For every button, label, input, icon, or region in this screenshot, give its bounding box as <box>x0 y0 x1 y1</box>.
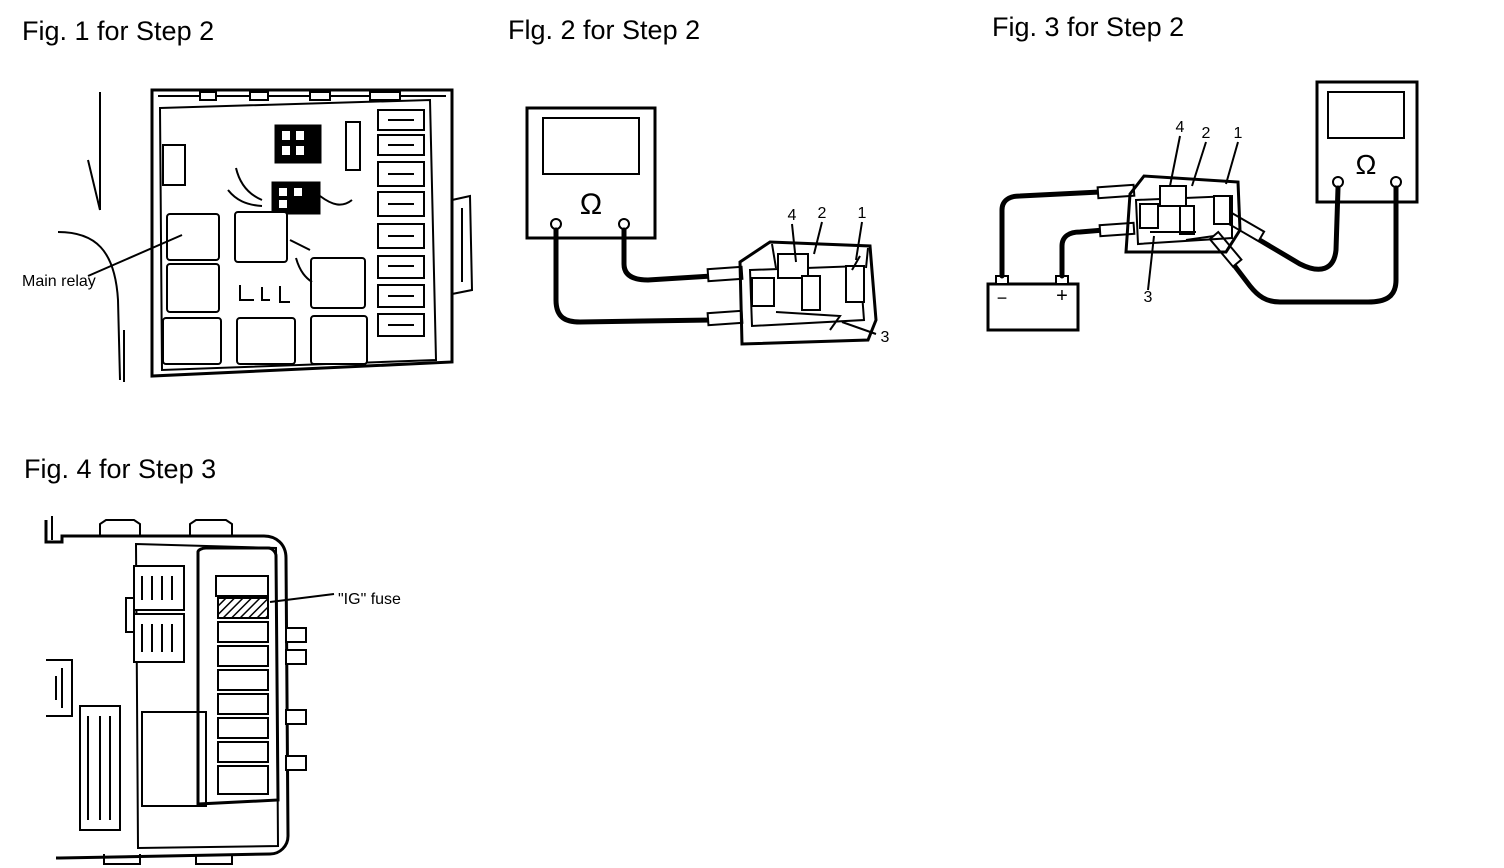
fig3-terminal-2: 2 <box>1202 125 1211 142</box>
fig2-title: Flg. 2 for Step 2 <box>508 15 701 45</box>
fig4-title: Fig. 4 for Step 3 <box>24 454 217 484</box>
fig3-ohm-symbol: Ω <box>1356 149 1377 180</box>
fig4-ig-fuse-label: "IG" fuse <box>338 591 401 608</box>
fig3-battery-ohmmeter-test: Ω − + 4 <box>986 80 1419 332</box>
fig1-main-relay-label: Main relay <box>22 273 96 290</box>
fig1-title: Fig. 1 for Step 2 <box>22 16 215 46</box>
fig3-terminal-1: 1 <box>1234 125 1243 142</box>
fig2-terminal-4: 4 <box>788 207 797 224</box>
fig3-terminal-3: 3 <box>1144 289 1153 306</box>
fig2-terminal-2: 2 <box>818 205 827 222</box>
fig3-terminal-4: 4 <box>1176 119 1185 136</box>
ig-fuse-highlight <box>217 597 269 619</box>
fig3-battery-plus: + <box>1056 285 1068 307</box>
fig3-battery-minus: − <box>997 288 1008 308</box>
fig2-ohm-symbol: Ω <box>580 188 602 221</box>
fig2-terminal-1: 1 <box>858 205 867 222</box>
fig4-fuse-box: "IG" fuse <box>44 516 401 865</box>
fig2-terminal-3: 3 <box>881 329 890 346</box>
fig3-title: Fig. 3 for Step 2 <box>992 12 1185 42</box>
fig1-relay-box: Main relay <box>22 88 474 382</box>
fig2-ohmmeter-test: Ω 4 2 1 3 <box>525 106 890 346</box>
